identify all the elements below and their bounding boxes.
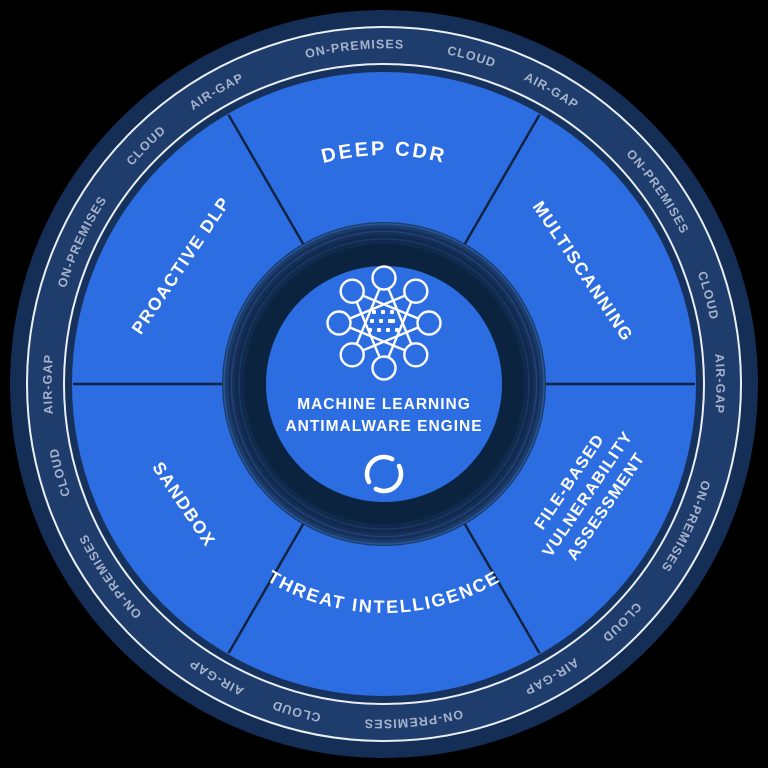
ring-label: AIR-GAP (41, 354, 56, 415)
outer-white-line (26, 26, 742, 742)
hub-accent-line-1 (223, 223, 545, 545)
ring-logo-icon (364, 454, 404, 494)
inner-white-line (63, 63, 705, 705)
hub-accent-line-2 (230, 230, 538, 538)
segment-dividers (73, 114, 695, 654)
ring-label: AIR-GAP (712, 353, 727, 414)
ml-network-nodes (326, 265, 442, 381)
dot-matrix-icon (368, 310, 399, 332)
center-title-line1: MACHINE LEARNING (297, 396, 471, 413)
divider-line (227, 114, 306, 247)
hub-accent-line-3 (238, 238, 530, 530)
divider-line (227, 521, 306, 654)
center-hub: MACHINE LEARNING ANTIMALWARE ENGINE (222, 222, 546, 546)
ml-network-icon (326, 265, 442, 381)
hub-disc (266, 266, 502, 502)
center-title-line2: ANTIMALWARE ENGINE (285, 418, 482, 435)
divider-line (462, 521, 541, 654)
divider-line (462, 114, 541, 247)
